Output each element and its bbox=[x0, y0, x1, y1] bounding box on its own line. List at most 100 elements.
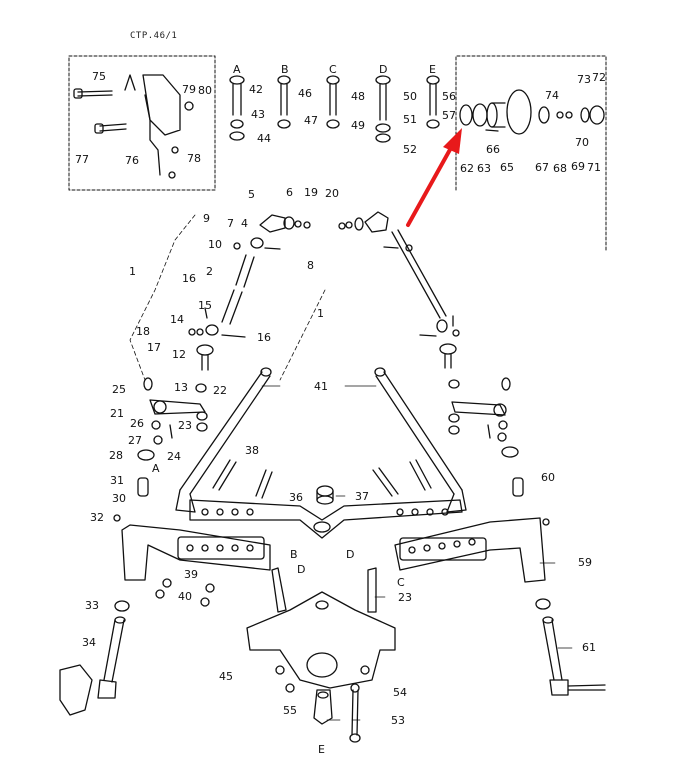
label-59: 59 bbox=[578, 556, 592, 569]
label-34: 34 bbox=[82, 636, 96, 649]
label-63: 63 bbox=[477, 162, 491, 175]
label-57: 57 bbox=[442, 109, 456, 122]
label-7: 7 bbox=[227, 217, 234, 230]
label-69: 69 bbox=[571, 160, 585, 173]
label-4: 4 bbox=[241, 217, 248, 230]
label-38: 38 bbox=[245, 444, 259, 457]
label-48: 48 bbox=[351, 90, 365, 103]
letter-b-top: B bbox=[281, 63, 289, 76]
label-40: 40 bbox=[178, 590, 192, 603]
label-14: 14 bbox=[170, 313, 184, 326]
label-79: 79 bbox=[182, 83, 196, 96]
label-54: 54 bbox=[393, 686, 407, 699]
steering-arm-right bbox=[448, 377, 524, 497]
label-55: 55 bbox=[283, 704, 297, 717]
letter-c-axle: C bbox=[397, 576, 405, 589]
outline-part-1 bbox=[129, 214, 326, 381]
label-76: 76 bbox=[125, 154, 139, 167]
axle-extension-right bbox=[394, 517, 550, 583]
label-17: 17 bbox=[147, 341, 161, 354]
stub-axle-left bbox=[59, 616, 126, 716]
bolt-set-d bbox=[375, 75, 391, 143]
label-80: 80 bbox=[198, 84, 212, 97]
label-47: 47 bbox=[304, 114, 318, 127]
label-16b: 16 bbox=[257, 331, 271, 344]
label-46: 46 bbox=[298, 87, 312, 100]
letter-b-axle: B bbox=[290, 548, 298, 561]
letter-e-top: E bbox=[429, 63, 436, 76]
label-61: 61 bbox=[582, 641, 596, 654]
label-72: 72 bbox=[592, 71, 606, 84]
label-12: 12 bbox=[172, 348, 186, 361]
label-20: 20 bbox=[325, 187, 339, 200]
label-62: 62 bbox=[460, 162, 474, 175]
label-50: 50 bbox=[403, 90, 417, 103]
label-8: 8 bbox=[307, 259, 314, 272]
label-22: 22 bbox=[213, 384, 227, 397]
label-75: 75 bbox=[92, 70, 106, 83]
label-18: 18 bbox=[136, 325, 150, 338]
pivot-bracket bbox=[246, 567, 396, 693]
label-10: 10 bbox=[208, 238, 222, 251]
bolt-53 bbox=[349, 683, 361, 743]
letter-c-top: C bbox=[329, 63, 337, 76]
label-2: 2 bbox=[206, 265, 213, 278]
letter-d-top: D bbox=[379, 63, 388, 76]
bolts-38 bbox=[212, 459, 432, 499]
steering-linkage-right bbox=[338, 211, 460, 369]
leader-lines bbox=[261, 385, 573, 721]
inset-box-bracket bbox=[68, 55, 216, 191]
label-23b: 23 bbox=[398, 591, 412, 604]
label-71: 71 bbox=[587, 161, 601, 174]
steering-arm-left bbox=[137, 377, 208, 497]
label-33: 33 bbox=[85, 599, 99, 612]
label-13: 13 bbox=[174, 381, 188, 394]
bracket-part bbox=[73, 74, 194, 179]
label-52: 52 bbox=[403, 143, 417, 156]
thrust-washer-33 bbox=[114, 600, 130, 612]
bolt-set-a bbox=[229, 75, 245, 141]
label-39: 39 bbox=[184, 568, 198, 581]
label-1a: 1 bbox=[129, 265, 136, 278]
letter-a-axle: A bbox=[152, 462, 160, 475]
label-77: 77 bbox=[75, 153, 89, 166]
label-49: 49 bbox=[351, 119, 365, 132]
label-37: 37 bbox=[355, 490, 369, 503]
label-6: 6 bbox=[286, 186, 293, 199]
label-66: 66 bbox=[486, 143, 500, 156]
label-65: 65 bbox=[500, 161, 514, 174]
radius-arms bbox=[175, 367, 467, 513]
letter-d-axle1: D bbox=[346, 548, 355, 561]
inset-box-hub bbox=[455, 55, 607, 251]
label-25: 25 bbox=[112, 383, 126, 396]
label-44: 44 bbox=[257, 132, 271, 145]
grease-nipple-32 bbox=[113, 514, 121, 522]
letter-e-bottom: E bbox=[318, 743, 325, 756]
label-73: 73 bbox=[577, 73, 591, 86]
highlight-arrow bbox=[406, 128, 462, 227]
label-15: 15 bbox=[198, 299, 212, 312]
bolt-set-c bbox=[326, 75, 340, 129]
label-16a: 16 bbox=[182, 272, 196, 285]
washers-39-40 bbox=[155, 578, 215, 607]
label-51: 51 bbox=[403, 113, 417, 126]
label-53: 53 bbox=[391, 714, 405, 727]
label-28: 28 bbox=[109, 449, 123, 462]
label-5: 5 bbox=[248, 188, 255, 201]
bolt-set-e bbox=[426, 75, 440, 129]
label-43: 43 bbox=[251, 108, 265, 121]
axle-extension-left bbox=[121, 524, 271, 581]
label-9: 9 bbox=[203, 212, 210, 225]
label-32: 32 bbox=[90, 511, 104, 524]
label-67: 67 bbox=[535, 161, 549, 174]
label-31: 31 bbox=[110, 474, 124, 487]
thrust-washer-right bbox=[535, 598, 551, 610]
pivot-pin-55 bbox=[313, 689, 333, 725]
hub-part bbox=[459, 89, 605, 135]
label-23a: 23 bbox=[178, 419, 192, 432]
label-19: 19 bbox=[304, 186, 318, 199]
label-27: 27 bbox=[128, 434, 142, 447]
stub-axle-right bbox=[542, 616, 606, 696]
letter-d-axle2: D bbox=[297, 563, 306, 576]
